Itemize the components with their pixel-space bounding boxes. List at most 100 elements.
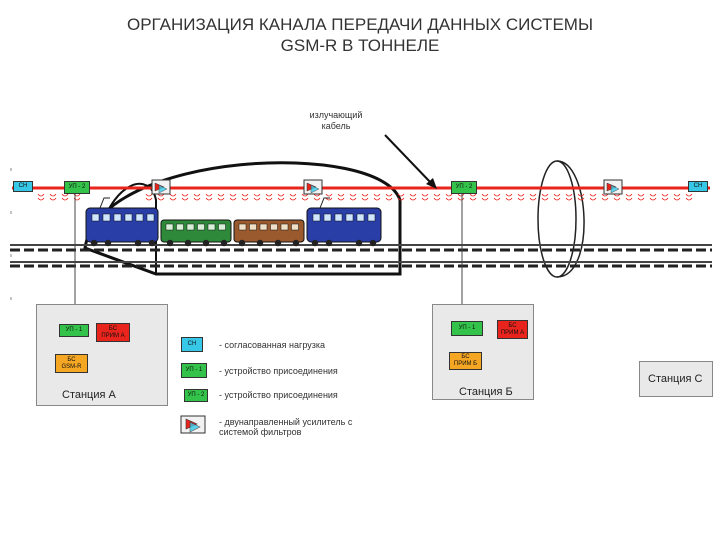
train-wheel [184, 239, 192, 247]
coupler-up2-a: УП - 2 [64, 181, 90, 194]
train-window [218, 223, 226, 231]
wave-mark [529, 197, 537, 201]
train-window [334, 213, 343, 222]
amplifier [603, 179, 623, 195]
wave-mark [193, 193, 201, 197]
legend-coupler2-text: - устройство присоединения [219, 390, 338, 400]
wave-mark [529, 193, 537, 197]
train-wheel [220, 239, 228, 247]
wave-mark [169, 193, 177, 197]
wave-mark [493, 197, 501, 201]
wave-mark [37, 197, 45, 201]
car-brown [233, 219, 305, 243]
coupler-up2-b: УП - 2 [451, 181, 477, 194]
train-window [146, 213, 155, 222]
title-line-1: ОРГАНИЗАЦИЯ КАНАЛА ПЕРЕДАЧИ ДАННЫХ СИСТЕ… [126, 15, 593, 34]
wave-mark [289, 193, 297, 197]
train-wheel [148, 239, 156, 247]
matched-load-left: СН [13, 181, 33, 192]
wave-mark [205, 197, 213, 201]
train-window [91, 213, 100, 222]
train-window [165, 223, 174, 231]
station-a-name: Станция А [62, 389, 116, 401]
train-wheel [369, 239, 377, 247]
amplifier [151, 179, 171, 195]
wave-mark [265, 197, 273, 201]
station-c-name: Станция С [648, 373, 703, 385]
wave-mark [277, 197, 285, 201]
train-wheel [90, 239, 98, 247]
train-window [135, 213, 144, 222]
wave-mark [409, 193, 417, 197]
rails [10, 244, 712, 268]
legend-coupler2-icon: УП - 2 [184, 389, 208, 402]
wave-mark [457, 197, 465, 201]
wave-mark [637, 197, 645, 201]
wave-mark [565, 197, 573, 201]
wave-mark [685, 193, 693, 197]
wave-mark [661, 197, 669, 201]
wave-mark [577, 197, 585, 201]
wave-mark [517, 197, 525, 201]
wave-mark [301, 197, 309, 201]
wave-mark [541, 193, 549, 197]
locomotive-left [85, 207, 159, 243]
legend-amplifier-text: - двунаправленный усилитель с системой ф… [219, 417, 353, 437]
wave-mark [433, 197, 441, 201]
wave-mark [277, 193, 285, 197]
wave-mark [433, 193, 441, 197]
wave-mark [385, 197, 393, 201]
train-window [312, 213, 321, 222]
train-window [186, 223, 195, 231]
train-window [345, 213, 354, 222]
wave-mark [181, 193, 189, 197]
legend-coupler1-icon: УП - 1 [181, 363, 207, 378]
wave-mark [565, 193, 573, 197]
wave-mark [457, 193, 465, 197]
wave-mark [61, 193, 69, 197]
wave-mark [553, 193, 561, 197]
train-wheel [134, 239, 142, 247]
train-window [207, 223, 216, 231]
station-b-coupler: УП - 1 [451, 321, 483, 336]
wave-mark [625, 197, 633, 201]
wave-mark [673, 197, 681, 201]
matched-load-right: СН [688, 181, 708, 192]
wave-mark [649, 193, 657, 197]
train-wheel [166, 239, 174, 247]
train [85, 197, 382, 247]
wave-mark [493, 193, 501, 197]
wave-mark [445, 193, 453, 197]
station-a-coupler: УП - 1 [59, 324, 89, 337]
train-wheel [104, 239, 112, 247]
train-window [102, 213, 111, 222]
wave-mark [181, 197, 189, 201]
train-wheel [292, 239, 300, 247]
station-b-name: Станция Б [459, 386, 513, 398]
cable-label: излучающий кабель [300, 110, 372, 132]
wave-mark [229, 197, 237, 201]
locomotive-right [306, 207, 382, 243]
wave-mark [601, 193, 609, 197]
wave-mark [589, 193, 597, 197]
wave-mark [601, 197, 609, 201]
wave-mark [157, 197, 165, 201]
train-window [367, 213, 376, 222]
cable-label-line-2: кабель [321, 121, 351, 131]
train-wheel [238, 239, 246, 247]
wave-mark [649, 197, 657, 201]
legend-coupler1-text: - устройство присоединения [219, 366, 338, 376]
wave-mark [349, 197, 357, 201]
wave-mark [673, 193, 681, 197]
wave-mark [169, 197, 177, 201]
wave-mark [613, 193, 621, 197]
train-wheel [311, 239, 319, 247]
amplifier [303, 179, 323, 195]
wave-mark [241, 197, 249, 201]
train-window [323, 213, 332, 222]
wave-mark [481, 193, 489, 197]
train-wheel [256, 239, 264, 247]
wave-mark [361, 197, 369, 201]
wave-mark [325, 197, 333, 201]
train-wheel [202, 239, 210, 247]
